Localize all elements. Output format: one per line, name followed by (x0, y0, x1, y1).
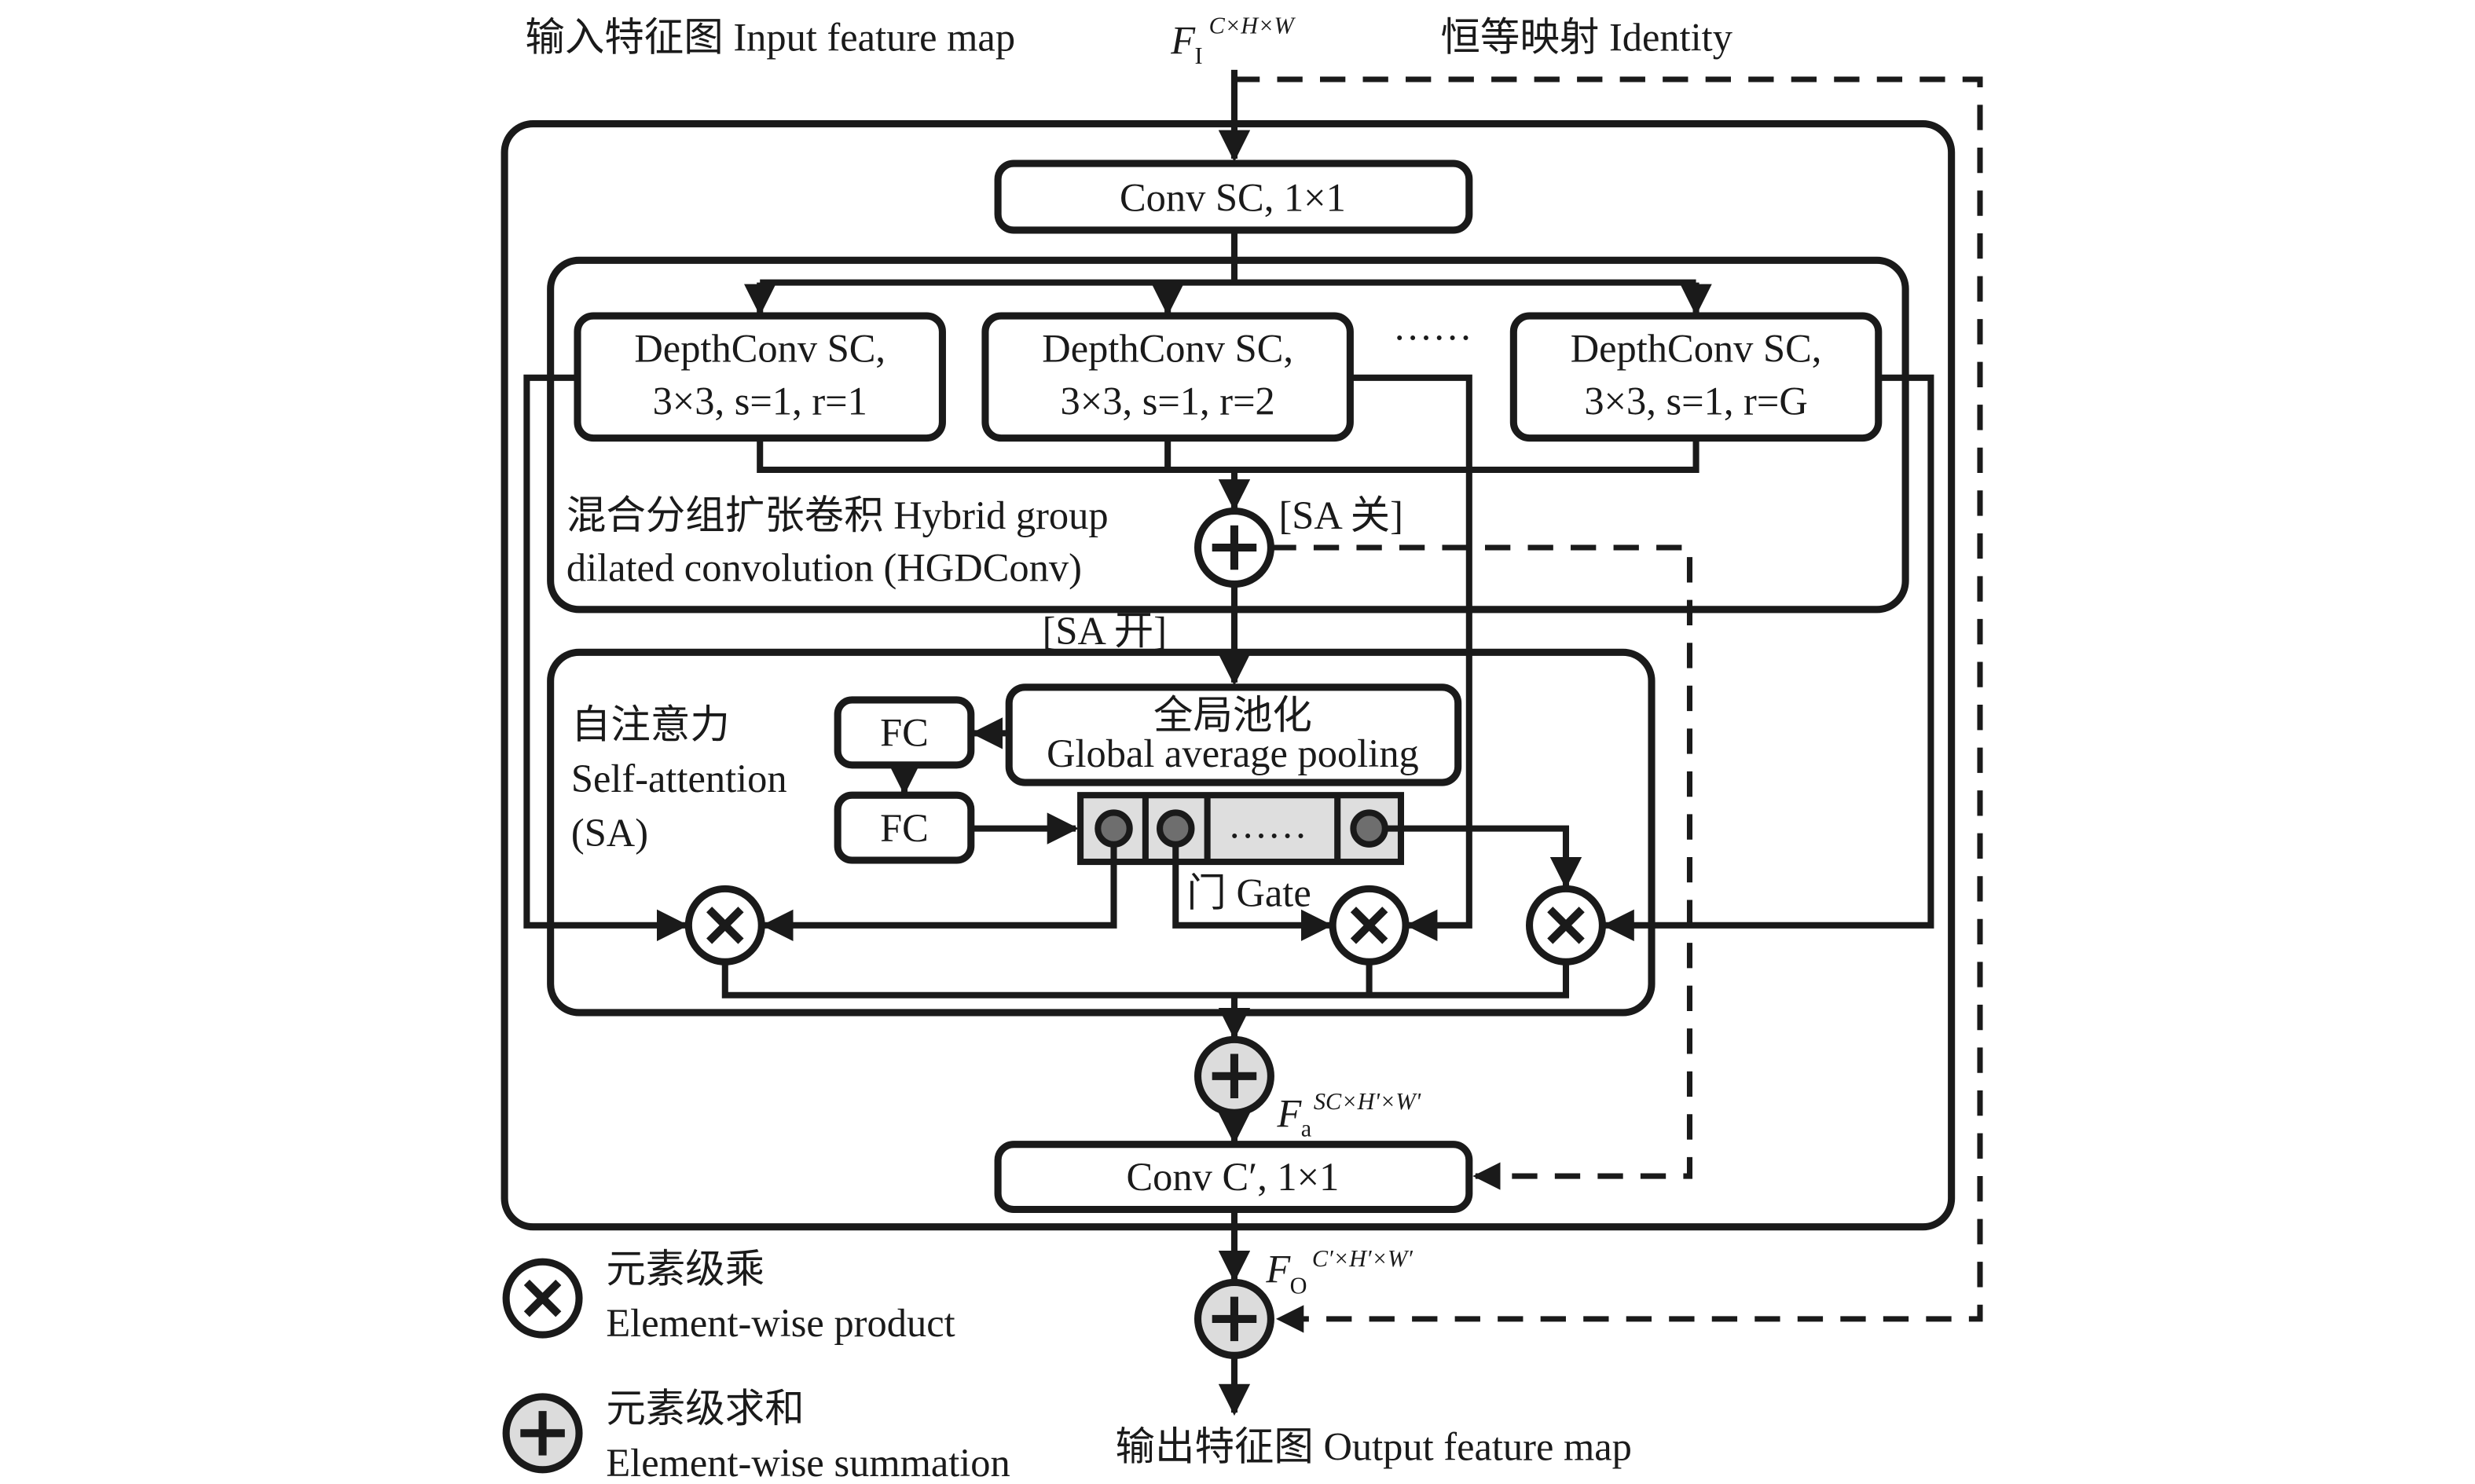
svg-text:全局池化: 全局池化 (1153, 693, 1312, 737)
product-op-1 (684, 885, 765, 966)
input-feature-map-label: 输入特征图 Input feature map (525, 16, 1015, 60)
sa-label-line2: Self-attention (571, 757, 787, 801)
output-feature-map-label: 输出特征图 Output feature map (1116, 1425, 1632, 1469)
svg-text:DepthConv SC,: DepthConv SC, (1571, 327, 1822, 371)
svg-text:DepthConv SC,: DepthConv SC, (1042, 327, 1293, 371)
input-symbol: F I C×H×W (1170, 12, 1296, 68)
gate-ellipsis: …… (1228, 803, 1307, 847)
legend-product-icon (502, 1258, 583, 1339)
sa-label-line3: (SA) (571, 811, 648, 855)
fc-box-2: FC (834, 791, 975, 864)
svg-text:C×H×W: C×H×W (1209, 12, 1296, 38)
depthconv-box-2: DepthConv SC, 3×3, s=1, r=2 (981, 312, 1354, 442)
identity-path (1234, 76, 1983, 1333)
svg-text:3×3, s=1, r=1: 3×3, s=1, r=1 (653, 379, 867, 423)
branch2-to-product2 (1350, 374, 1472, 942)
products-merge (721, 962, 1570, 998)
svg-text:C′×H′×W′: C′×H′×W′ (1312, 1245, 1413, 1272)
hgdconv-frame (547, 256, 1909, 614)
branchg-to-productg (1602, 374, 1934, 942)
branch1-to-product1 (523, 374, 689, 942)
global-pooling-box: 全局池化 Global average pooling (1005, 683, 1462, 786)
gate1-to-product1 (761, 844, 1117, 942)
svg-text:F: F (1170, 19, 1196, 63)
sa-sum-op (1194, 1035, 1274, 1116)
sa-off-bypass (1270, 544, 1693, 1190)
svg-text:a: a (1301, 1116, 1312, 1142)
depthconv-box-g: DepthConv SC, 3×3, s=1, r=G (1509, 312, 1883, 442)
merge-lines (757, 438, 1700, 474)
svg-text:FC: FC (880, 806, 929, 850)
legend-sum-cn: 元素级求和 (606, 1387, 804, 1431)
product-op-2 (1329, 885, 1410, 966)
svg-text:3×3, s=1, r=2: 3×3, s=1, r=2 (1061, 379, 1275, 423)
branch-ellipsis: …… (1393, 304, 1472, 348)
svg-text:F: F (1276, 1091, 1302, 1135)
legend-product-cn: 元素级乘 (606, 1247, 764, 1291)
svg-text:Global average pooling: Global average pooling (1047, 731, 1419, 775)
gate2-to-product2 (1172, 844, 1333, 942)
identity-label: 恒等映射 Identity (1440, 16, 1732, 60)
legend-sum-icon (502, 1393, 583, 1474)
sa-label-line1: 自注意力 (571, 702, 730, 746)
legend-sum-en: Element-wise summation (606, 1441, 1010, 1484)
svg-text:O: O (1290, 1273, 1307, 1299)
final-sum-op (1194, 1278, 1274, 1359)
fc-box-1: FC (834, 696, 975, 769)
sa-off-label: [SA 关] (1279, 493, 1403, 537)
depthconv-box-1: DepthConv SC, 3×3, s=1, r=1 (574, 312, 946, 442)
fa-symbol: F a SC×H'×W' (1276, 1088, 1421, 1141)
hgdconv-label-line1: 混合分组扩张卷积 Hybrid group (566, 493, 1109, 537)
svg-text:DepthConv SC,: DepthConv SC, (634, 327, 886, 371)
product-op-g (1525, 885, 1606, 966)
svg-text:3×3, s=1, r=G: 3×3, s=1, r=G (1584, 379, 1807, 423)
svg-text:SC×H'×W': SC×H'×W' (1314, 1088, 1421, 1115)
legend-product-en: Element-wise product (606, 1301, 955, 1345)
hgdconv-label-line2: dilated convolution (HGDConv) (566, 545, 1082, 589)
conv-out-label: Conv C′, 1×1 (1127, 1155, 1340, 1199)
svg-text:FC: FC (880, 711, 929, 755)
conv-sc-label: Conv SC, 1×1 (1120, 176, 1346, 220)
outer-block-frame (500, 120, 1956, 1231)
sa-frame (547, 648, 1656, 1017)
fo-symbol: F O C′×H′×W′ (1265, 1245, 1413, 1299)
gateg-to-productg (1384, 825, 1582, 889)
sa-on-label: [SA 开] (1043, 609, 1167, 653)
svg-text:I: I (1194, 42, 1202, 69)
gate-label: 门 Gate (1186, 871, 1311, 915)
hgd-sum-op (1194, 507, 1274, 588)
svg-text:F: F (1265, 1247, 1291, 1291)
